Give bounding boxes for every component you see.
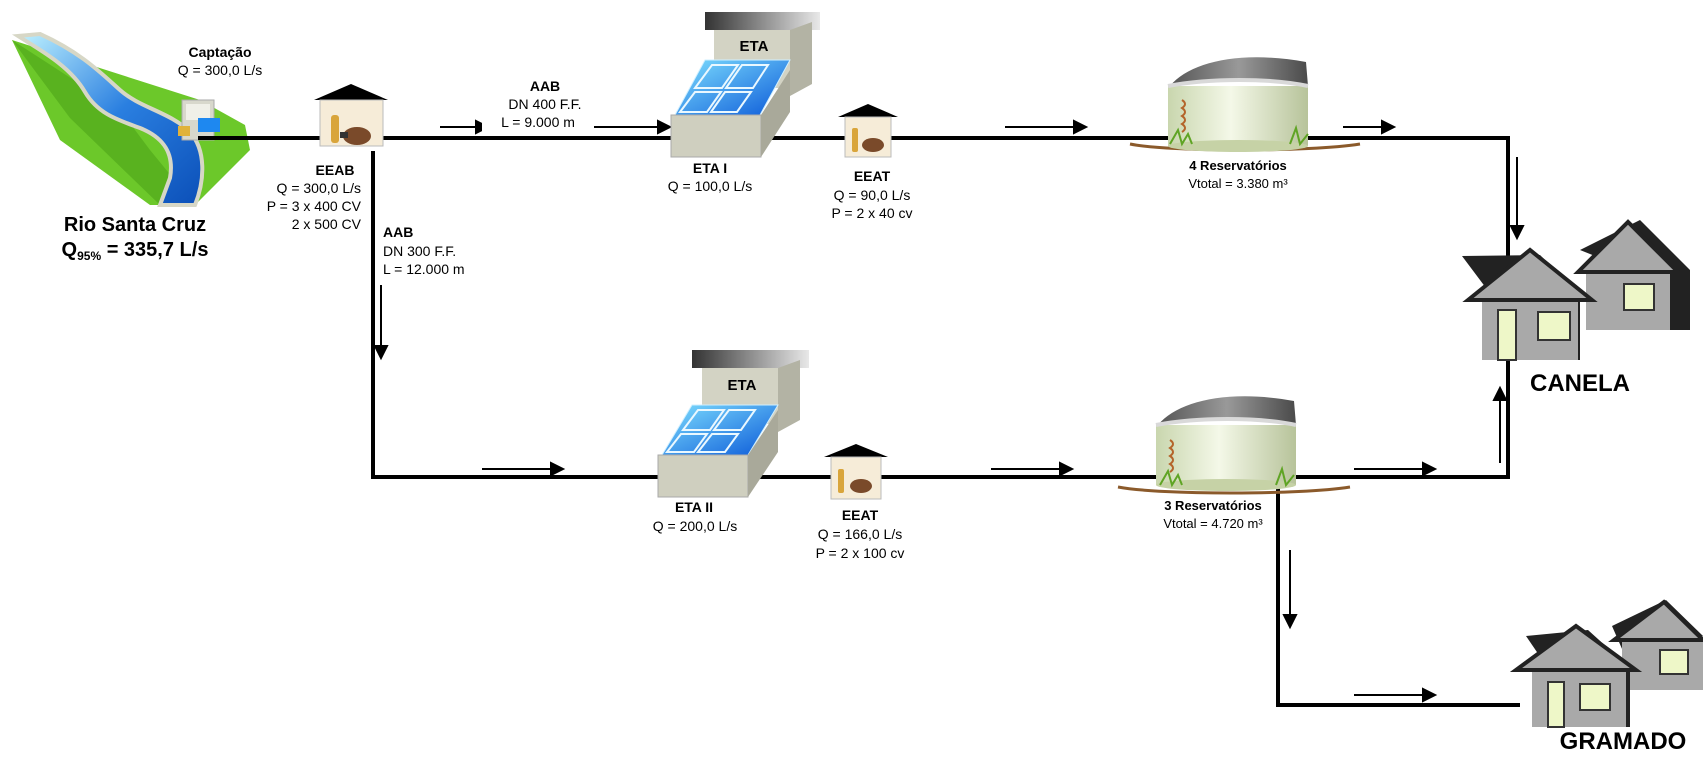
arrow-down-icon <box>373 285 389 361</box>
eta-1-title: ETA I <box>692 160 728 176</box>
city-gramado-label: GRAMADO <box>1559 728 1687 755</box>
eeat-1-flow: Q = 90,0 L/s <box>833 187 911 203</box>
canela-houses-icon <box>1462 219 1690 361</box>
eeat-1-pump-house-icon <box>838 104 898 158</box>
eeab-flow: Q = 300,0 L/s <box>276 180 361 196</box>
intake-flow: Q = 300,0 L/s <box>177 62 263 78</box>
aab-2-length: L = 12.000 m <box>383 261 465 277</box>
eeab-title: EEAB <box>315 162 355 178</box>
eeat-2-pump-house-icon <box>824 444 888 500</box>
eeab-power-1: P = 3 x 400 CV <box>266 198 361 214</box>
river-flow-symbol: Q <box>61 239 78 261</box>
eta-2-title: ETA II <box>674 499 714 515</box>
eta-2-treatment-plant-icon <box>657 350 809 498</box>
arrow-right-icon <box>440 119 491 135</box>
city-canela-label: CANELA <box>1530 370 1630 397</box>
reservoir-1-tank-icon <box>1129 57 1361 152</box>
eeat-1-title: EEAT <box>853 168 891 184</box>
arrow-down-icon <box>1509 157 1525 241</box>
reservoir-2-volume: Vtotal = 4.720 m³ <box>1163 516 1263 531</box>
eeat-1-power: P = 2 x 40 cv <box>831 205 913 221</box>
arrow-right-icon <box>592 119 673 135</box>
aab-2-diameter: DN 300 F.F. <box>383 243 457 259</box>
intake-title: Captação <box>188 44 252 60</box>
arrow-down-icon <box>1282 550 1298 630</box>
flow-arrows <box>373 119 1525 703</box>
reservoir-2-tank-icon <box>1117 396 1351 495</box>
eeab-power-2: 2 x 500 CV <box>291 216 361 232</box>
aab-2-title: AAB <box>383 224 414 240</box>
river-flow: Q95% = 335,7 L/s <box>40 238 230 268</box>
eeat-2-flow: Q = 166,0 L/s <box>817 526 903 542</box>
eta-1-sign: ETA <box>739 38 769 55</box>
eeab-pump-house-icon <box>314 84 388 147</box>
river-name: Rio Santa Cruz <box>63 214 207 236</box>
arrow-right-icon <box>1343 119 1397 135</box>
eta-1-treatment-plant-icon <box>670 12 820 158</box>
arrow-right-icon <box>1354 461 1438 477</box>
river-flow-subscript: 95% <box>77 249 102 263</box>
arrow-right-icon <box>1005 119 1089 135</box>
aab-1-length: L = 9.000 m <box>482 114 594 131</box>
river-flow-value: = 335,7 L/s <box>101 239 209 261</box>
gramado-houses-icon <box>1509 599 1703 728</box>
eta-2-flow: Q = 200,0 L/s <box>652 518 738 534</box>
reservoir-1-volume: Vtotal = 3.380 m³ <box>1188 176 1288 191</box>
arrow-right-icon <box>1354 687 1438 703</box>
reservoir-2-title: 3 Reservatórios <box>1164 498 1262 513</box>
aab-1-diameter: DN 400 F.F. <box>508 96 582 112</box>
eta-1-flow: Q = 100,0 L/s <box>667 178 753 194</box>
arrow-right-icon <box>482 461 566 477</box>
river-intake-illustration <box>11 31 250 207</box>
eeat-2-title: EEAT <box>841 507 879 523</box>
reservoir-1-title: 4 Reservatórios <box>1189 158 1287 173</box>
arrow-right-icon <box>991 461 1075 477</box>
arrow-up-icon <box>1492 385 1508 463</box>
eta-2-sign: ETA <box>727 377 757 394</box>
aab-1-title: AAB <box>529 78 561 94</box>
eeat-2-power: P = 2 x 100 cv <box>815 545 905 561</box>
